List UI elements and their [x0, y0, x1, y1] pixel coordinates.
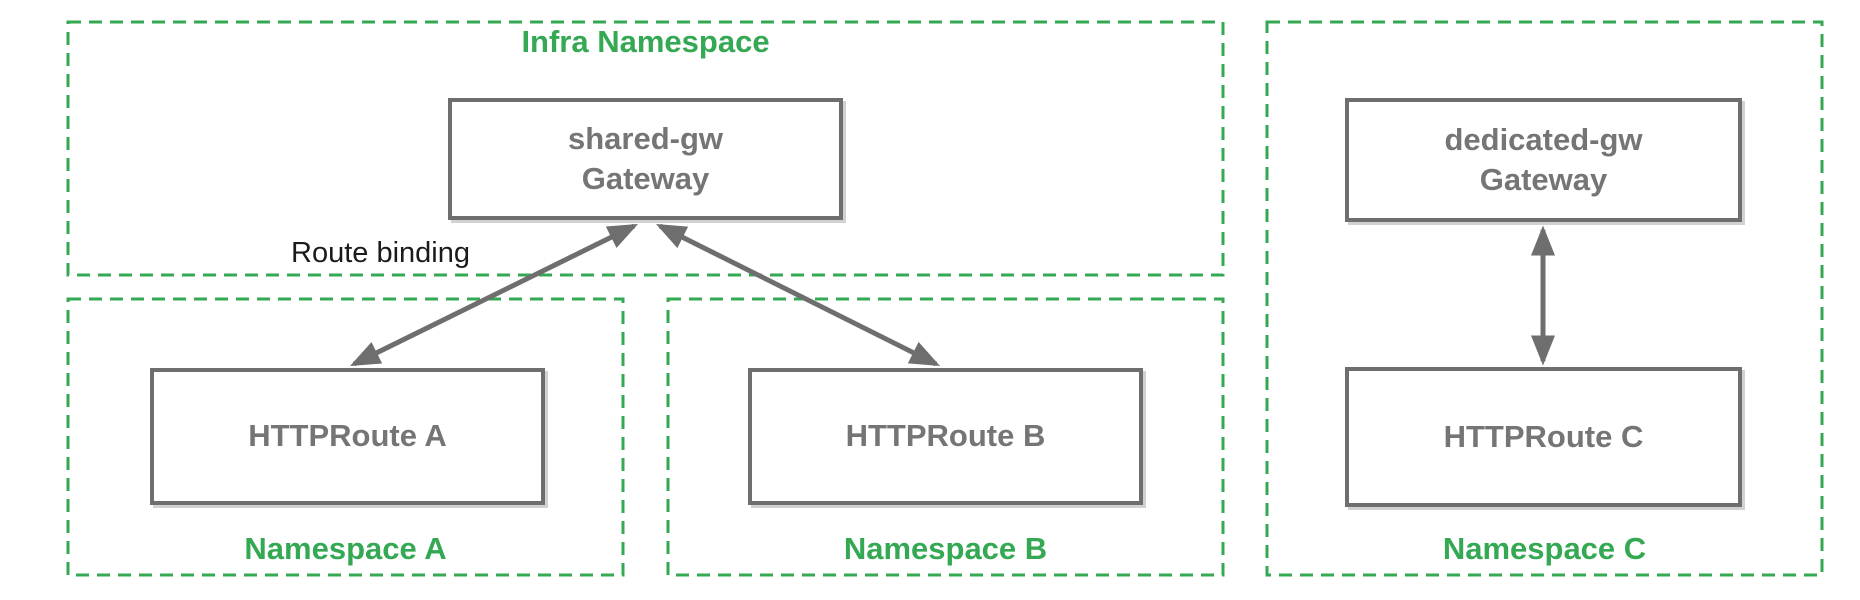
infra-namespace-label: Infra Namespace: [521, 24, 770, 59]
httproute-b-node: HTTPRoute B: [748, 368, 1143, 505]
httproute-c-label: HTTPRoute C: [1443, 418, 1644, 454]
httproute-a-node: HTTPRoute A: [150, 368, 545, 505]
httproute-b-label: HTTPRoute B: [845, 418, 1046, 454]
infra-namespace-boundary: [66, 20, 1225, 277]
route-a-binding-arrow: [349, 223, 639, 367]
route-b-binding-arrow: [655, 223, 941, 367]
httproute-c-node: HTTPRoute C: [1345, 367, 1742, 507]
namespace-b-boundary: [666, 297, 1225, 577]
namespace-a-label: Namespace A: [244, 531, 447, 566]
dedicated-gw-name: dedicated-gw: [1444, 121, 1643, 157]
route-binding-annotation: Route binding: [291, 237, 470, 269]
namespace-c-label: Namespace C: [1442, 531, 1647, 566]
shared-gw-name: shared-gw: [567, 120, 724, 156]
dedicated-gw-gateway-node: dedicated-gw Gateway: [1345, 98, 1742, 222]
shared-gw-gateway-node: shared-gw Gateway: [448, 98, 843, 220]
namespace-c-boundary: [1265, 20, 1824, 577]
shared-gw-kind: Gateway: [581, 161, 710, 196]
httproute-a-label: HTTPRoute A: [248, 418, 447, 454]
namespace-b-label: Namespace B: [843, 531, 1048, 566]
namespace-a-boundary: [66, 297, 625, 577]
dedicated-gw-kind: Gateway: [1479, 162, 1608, 197]
